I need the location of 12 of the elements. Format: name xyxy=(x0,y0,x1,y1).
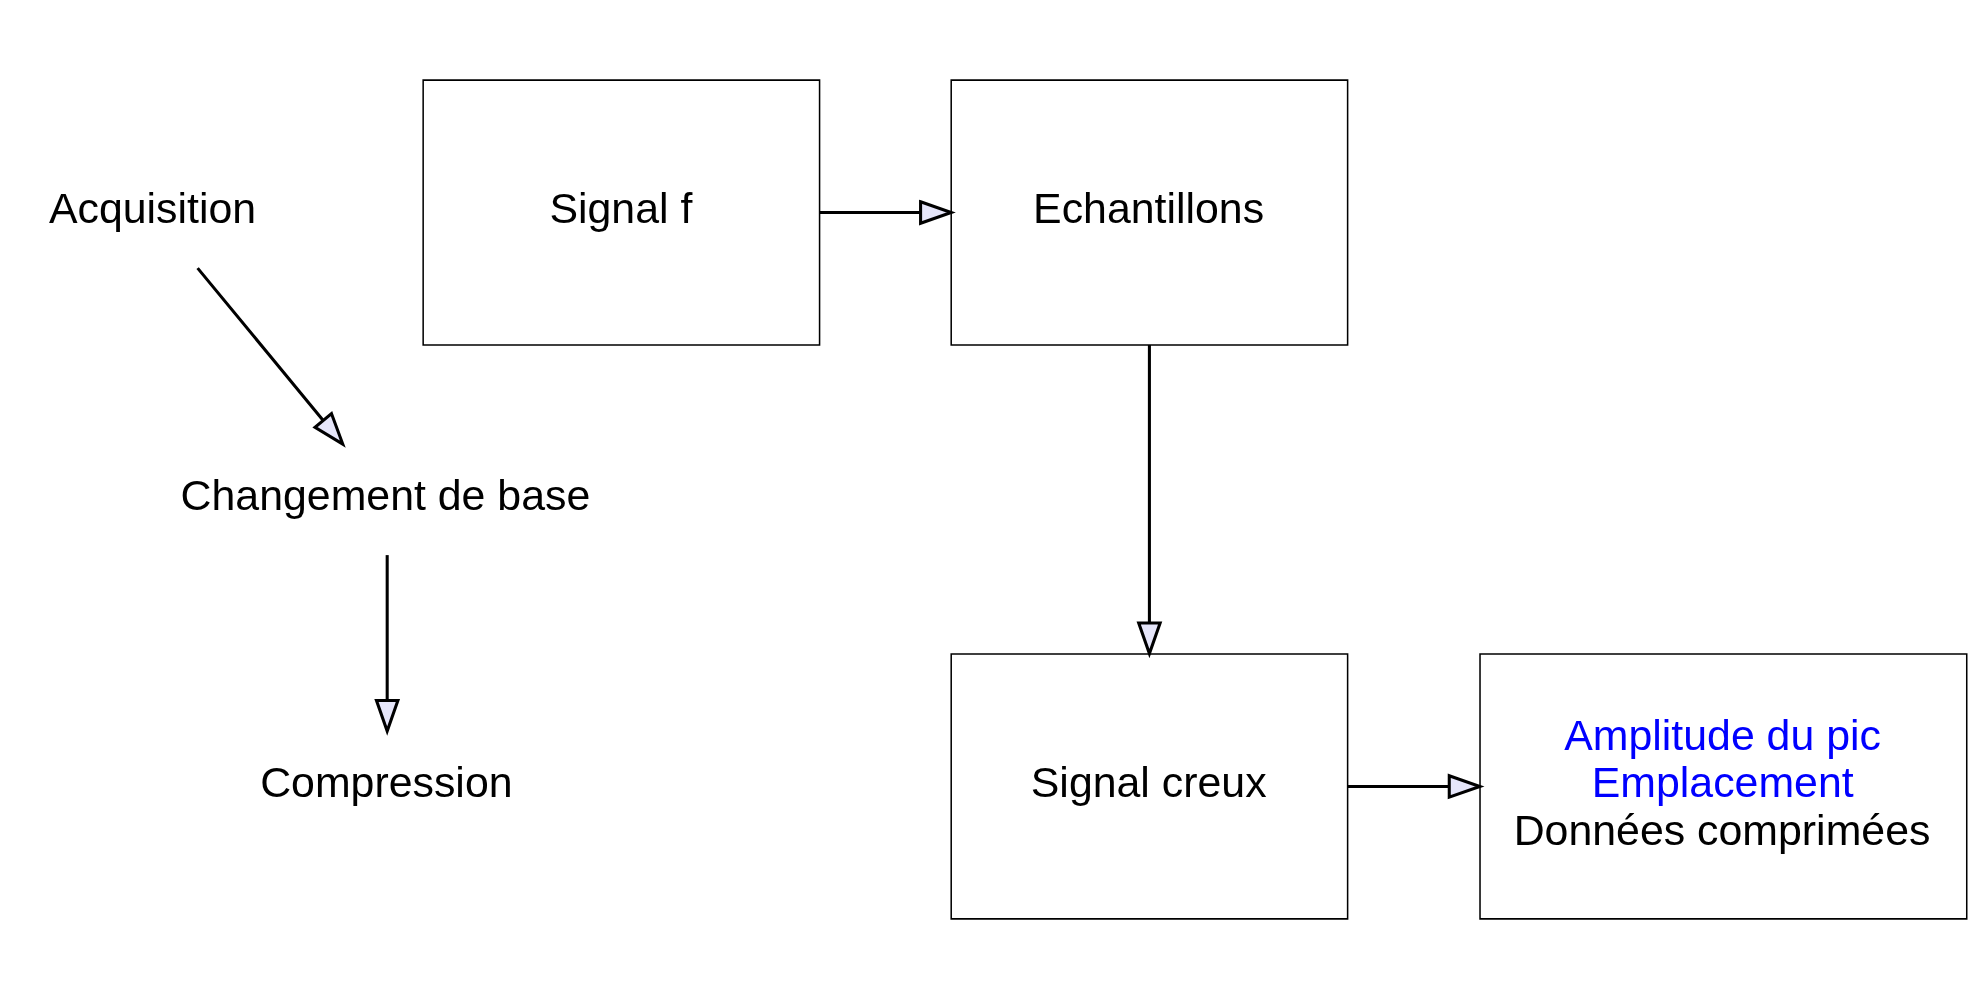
node-box: Amplitude du pic Emplacement Données comprimées xyxy=(1479,653,1968,920)
node-box: Signal f xyxy=(422,79,821,346)
arrow xyxy=(819,199,956,226)
node-box: Echantillons xyxy=(950,79,1349,346)
node-box: Signal creux xyxy=(950,653,1349,920)
node-text: Compression xyxy=(260,758,513,807)
node-text: Changement de base xyxy=(180,471,591,520)
arrow xyxy=(1347,773,1485,800)
arrow xyxy=(374,555,401,736)
arrow xyxy=(1136,345,1163,659)
arrow xyxy=(196,267,346,448)
node-text: Acquisition xyxy=(48,184,257,233)
